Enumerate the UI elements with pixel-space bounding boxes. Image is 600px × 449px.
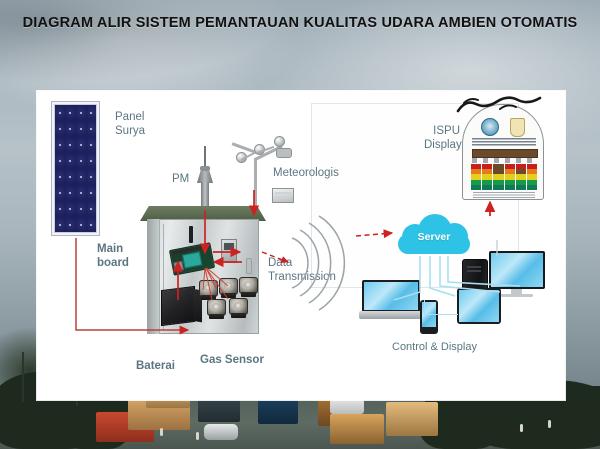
server-cloud-graphic: Server	[396, 212, 472, 258]
label-control-display: Control & Display	[392, 341, 477, 353]
battery-graphic	[161, 285, 195, 327]
tablet-device	[457, 288, 501, 324]
pedestrian	[160, 428, 163, 436]
solar-panel-graphic	[51, 101, 100, 236]
station-cabinet-graphic	[140, 206, 266, 334]
solar-cell-grid	[54, 104, 97, 233]
label-baterai: Baterai	[136, 360, 175, 372]
anemometer-cup	[274, 136, 285, 147]
truck	[386, 402, 438, 436]
transmission-module-graphic	[221, 239, 237, 263]
device-connector	[424, 300, 425, 315]
pm-inlet-graphic	[196, 146, 214, 208]
wind-vane	[276, 148, 292, 158]
ispu-message-bar	[472, 149, 538, 158]
weather-station-graphic	[228, 130, 294, 210]
label-pm: PM	[172, 173, 190, 185]
label-meteorologis: Meteorologis	[273, 167, 339, 179]
antenna	[189, 226, 193, 243]
label-gas-sensor: Gas Sensor	[200, 354, 264, 366]
ispu-footer-text	[473, 192, 535, 198]
pedestrian	[520, 424, 523, 432]
server-label: Server	[417, 231, 451, 243]
pedestrian	[548, 420, 551, 428]
pedestrian	[196, 432, 199, 440]
cabinet-latch	[246, 258, 252, 274]
label-main-board: Main board	[97, 243, 129, 269]
truck	[330, 414, 384, 444]
met-logger-box	[272, 188, 294, 203]
laptop-device	[359, 280, 425, 320]
page-title: DIAGRAM ALIR SISTEM PEMANTAUAN KUALITAS …	[22, 15, 578, 31]
ispu-color-grid	[471, 164, 538, 191]
gas-sensor	[207, 299, 226, 319]
birds-decoration	[456, 96, 542, 113]
gas-sensor	[219, 278, 238, 298]
ispu-board	[462, 104, 544, 200]
label-panel-surya: Panel Surya	[115, 111, 146, 137]
utility-pole	[22, 352, 24, 402]
gas-sensor	[229, 298, 248, 318]
ispu-display-graphic	[456, 96, 544, 200]
label-data-transmission: Data Transmission	[268, 257, 336, 283]
car	[204, 424, 238, 440]
ispu-header-text	[472, 138, 536, 147]
label-ispu-display: ISPU Display	[424, 125, 462, 151]
smartphone-device	[420, 300, 438, 334]
cabinet-side	[147, 219, 160, 334]
gas-sensor	[199, 280, 218, 300]
ispu-logo-right	[510, 118, 525, 137]
gas-sensor	[239, 277, 258, 297]
ispu-column-headers	[472, 158, 536, 163]
ispu-logo-left	[481, 118, 499, 136]
cabinet-roof	[140, 206, 266, 221]
device-connector	[424, 314, 458, 315]
